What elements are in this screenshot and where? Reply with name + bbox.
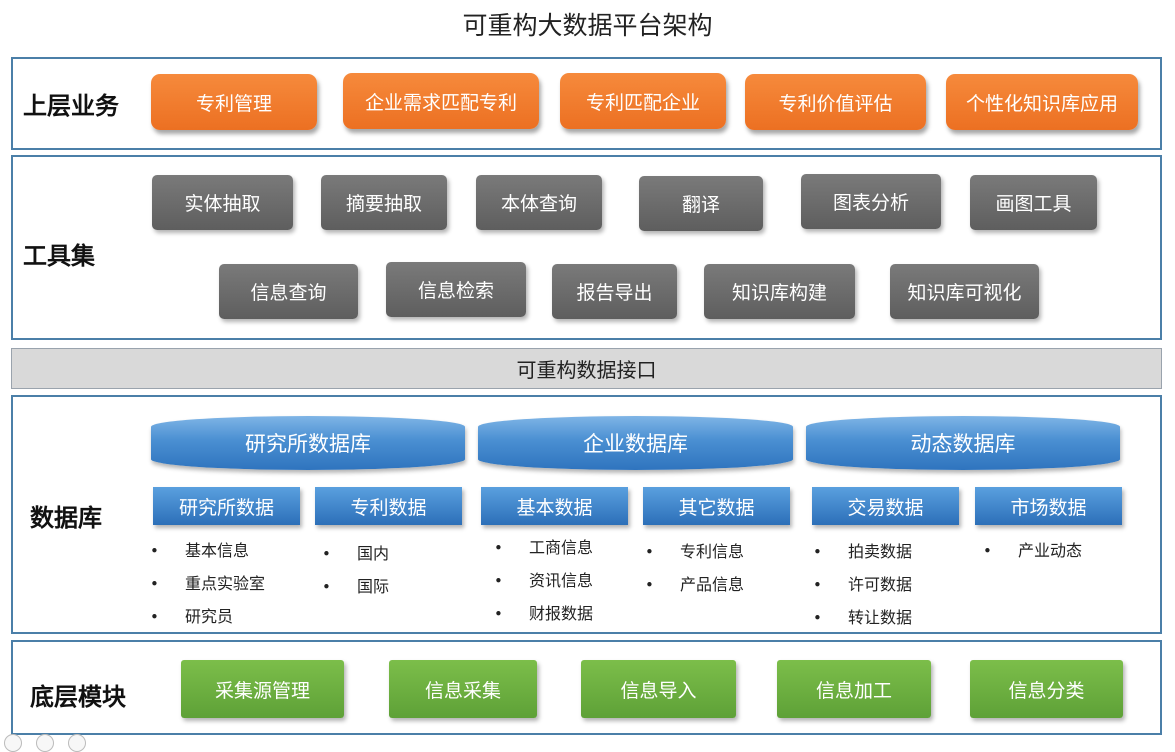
- list-item: 资讯信息: [494, 571, 593, 604]
- tool-drawing: 画图工具: [970, 175, 1097, 230]
- sub-research-institute-data: 研究所数据: [153, 487, 300, 525]
- bottom-layer-label: 底层模块: [30, 682, 126, 711]
- tool-entity-extraction: 实体抽取: [152, 175, 293, 230]
- viewer-control-icon[interactable]: [68, 734, 86, 752]
- tools-layer-label: 工具集: [23, 241, 95, 270]
- tool-summary-extraction: 摘要抽取: [321, 175, 447, 230]
- bottom-info-import: 信息导入: [581, 660, 736, 718]
- tool-kb-construction: 知识库构建: [704, 264, 855, 319]
- patent-data-list: 国内 国际: [322, 544, 389, 610]
- bottom-info-processing: 信息加工: [777, 660, 931, 718]
- tool-ontology-query: 本体查询: [476, 175, 602, 230]
- list-item: 财报数据: [494, 604, 593, 637]
- tool-chart-analysis: 图表分析: [801, 174, 941, 229]
- list-item: 拍卖数据: [813, 542, 912, 575]
- list-item: 产品信息: [645, 575, 744, 608]
- business-layer-label: 上层业务: [23, 91, 119, 120]
- list-item: 国内: [322, 544, 389, 577]
- list-item: 产业动态: [983, 541, 1082, 574]
- list-item: 研究员: [150, 607, 265, 640]
- market-data-list: 产业动态: [983, 541, 1082, 574]
- tool-translation: 翻译: [639, 176, 763, 231]
- business-item-personal-kb-app: 个性化知识库应用: [946, 74, 1138, 130]
- list-item: 专利信息: [645, 542, 744, 575]
- database-layer-label: 数据库: [30, 503, 102, 532]
- research-data-list: 基本信息 重点实验室 研究员: [150, 541, 265, 640]
- db-research-institute: 研究所数据库: [151, 416, 465, 470]
- sub-market-data: 市场数据: [975, 487, 1122, 525]
- viewer-control-icon[interactable]: [4, 734, 22, 752]
- list-item: 基本信息: [150, 541, 265, 574]
- business-item-patent-match-enterprise: 专利匹配企业: [560, 73, 726, 129]
- sub-basic-data: 基本数据: [481, 487, 628, 525]
- transaction-data-list: 拍卖数据 许可数据 转让数据: [813, 542, 912, 641]
- viewer-control-icon[interactable]: [36, 734, 54, 752]
- bottom-info-classification: 信息分类: [970, 660, 1123, 718]
- list-item: 转让数据: [813, 608, 912, 641]
- list-item: 工商信息: [494, 538, 593, 571]
- sub-transaction-data: 交易数据: [812, 487, 959, 525]
- business-item-patent-management: 专利管理: [151, 74, 317, 130]
- other-data-list: 专利信息 产品信息: [645, 542, 744, 608]
- sub-other-data: 其它数据: [643, 487, 790, 525]
- list-item: 国际: [322, 577, 389, 610]
- db-enterprise: 企业数据库: [478, 416, 793, 470]
- business-item-demand-match-patent: 企业需求匹配专利: [343, 73, 539, 129]
- diagram-title: 可重构大数据平台架构: [462, 11, 713, 40]
- list-item: 许可数据: [813, 575, 912, 608]
- tool-info-query: 信息查询: [219, 264, 358, 319]
- db-dynamic: 动态数据库: [806, 416, 1120, 470]
- bottom-info-collection: 信息采集: [389, 660, 537, 718]
- reconfigurable-data-interface: 可重构数据接口: [11, 348, 1162, 389]
- bottom-source-management: 采集源管理: [181, 660, 344, 718]
- basic-data-list: 工商信息 资讯信息 财报数据: [494, 538, 593, 637]
- sub-patent-data: 专利数据: [315, 487, 462, 525]
- business-item-patent-valuation: 专利价值评估: [745, 74, 926, 130]
- list-item: 重点实验室: [150, 574, 265, 607]
- tool-report-export: 报告导出: [552, 264, 677, 319]
- tool-info-retrieval: 信息检索: [386, 262, 526, 317]
- tool-kb-visualization: 知识库可视化: [890, 264, 1039, 319]
